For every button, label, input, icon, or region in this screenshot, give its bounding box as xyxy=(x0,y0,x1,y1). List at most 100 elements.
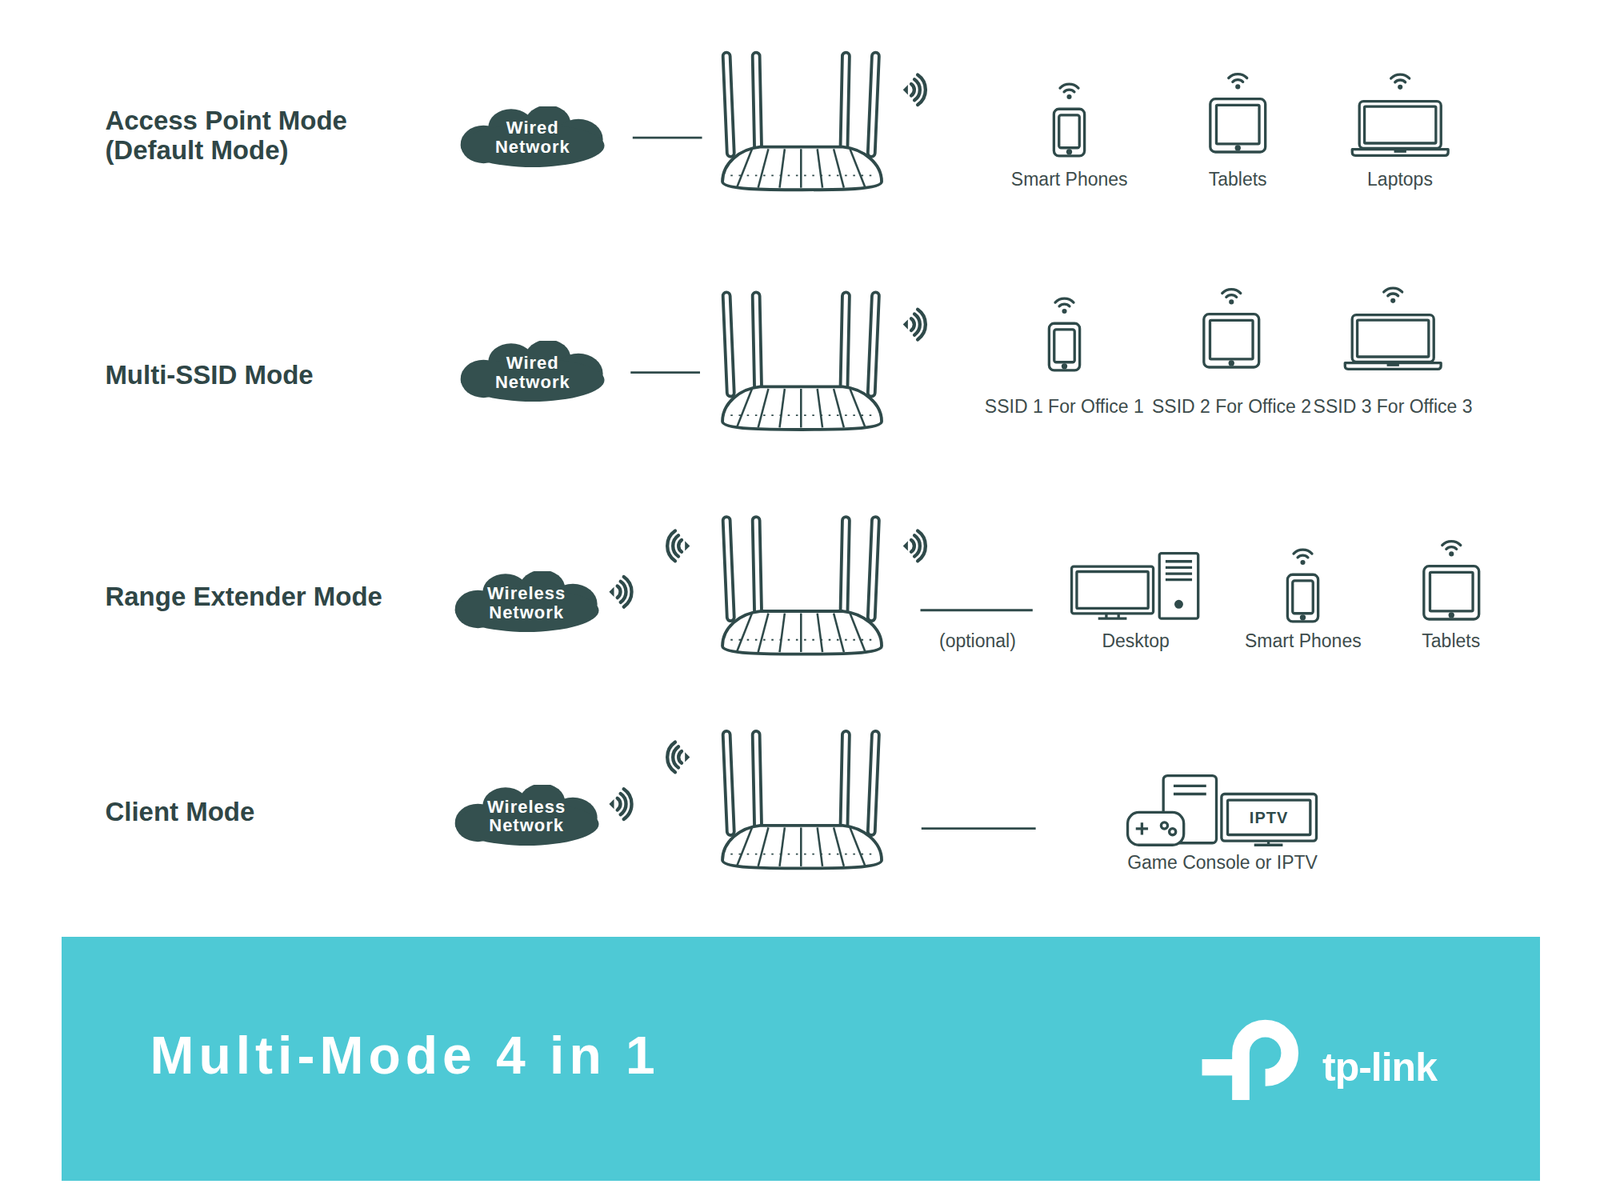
router-body xyxy=(722,825,882,869)
wired-network-cloud: Wired Network xyxy=(456,340,609,404)
ssid-tablet: SSID 2 For Office 2 xyxy=(1200,285,1263,370)
antenna xyxy=(871,56,876,153)
desktop-icon xyxy=(1069,551,1203,621)
router-fin xyxy=(833,388,844,428)
cloud-label: Wired Network xyxy=(495,118,571,157)
band-title: Multi-Mode 4 in 1 xyxy=(149,1024,660,1086)
router-fin xyxy=(758,827,769,866)
tv-screen-label: IPTV xyxy=(1249,808,1288,827)
antenna-inner xyxy=(844,734,847,832)
tablet-icon xyxy=(1207,70,1269,155)
signal-waves xyxy=(610,576,632,608)
tablet-device: Tablets xyxy=(1420,537,1483,622)
device-label: Smart Phones xyxy=(1244,630,1362,652)
link-line xyxy=(632,136,703,140)
router-fin xyxy=(817,827,823,866)
router-fin xyxy=(833,148,844,188)
router-fin xyxy=(817,613,823,652)
antenna-inner xyxy=(871,56,876,153)
laptop-icon xyxy=(1351,72,1449,157)
game-console-iptv: IPTVGame Console or IPTV xyxy=(1125,773,1320,848)
antenna xyxy=(756,296,759,393)
tablet-device: Tablets xyxy=(1207,70,1269,155)
antenna xyxy=(726,56,731,153)
router-leds xyxy=(730,853,874,856)
antenna xyxy=(726,520,731,618)
signal-waves xyxy=(904,74,926,105)
device-label: SSID 3 For Office 3 xyxy=(1313,395,1473,417)
router-fin xyxy=(758,148,769,188)
router-fin xyxy=(758,388,769,428)
antenna xyxy=(844,296,847,393)
device-label: Smart Phones xyxy=(1011,168,1128,191)
antenna-inner xyxy=(756,520,759,618)
device-label: Laptops xyxy=(1367,168,1433,191)
optional-note: (optional) xyxy=(939,630,1016,652)
antenna xyxy=(726,734,731,832)
mode-title: Multi-SSID Mode xyxy=(104,360,313,391)
antenna-inner xyxy=(756,296,759,393)
router-fin xyxy=(817,388,823,428)
router-fin xyxy=(736,613,752,652)
antenna xyxy=(756,520,759,618)
antenna xyxy=(844,520,847,618)
mode-title: Client Mode xyxy=(104,797,255,828)
router-fin xyxy=(779,388,784,428)
brand-wordmark: tp-link xyxy=(1322,1044,1437,1091)
device-label: SSID 2 For Office 2 xyxy=(1152,395,1312,417)
phone-icon xyxy=(1048,78,1090,158)
mode-title: Access Point Mode (Default Mode) xyxy=(104,106,425,166)
smartphone-device: Smart Phones xyxy=(1048,78,1090,158)
device-label: Tablets xyxy=(1421,630,1480,652)
console-icon xyxy=(1125,773,1320,848)
router-fin xyxy=(800,388,803,428)
wireless-network-cloud: Wireless Network xyxy=(450,784,604,848)
antenna-inner xyxy=(844,296,847,393)
cloud-label: Wireless Network xyxy=(487,584,566,623)
router-fin xyxy=(850,388,866,428)
device-label: SSID 1 For Office 1 xyxy=(984,395,1144,417)
router-icon xyxy=(722,296,882,430)
router-icon xyxy=(722,56,882,190)
antenna xyxy=(756,56,759,153)
router-fin xyxy=(779,827,784,866)
router-fin xyxy=(736,388,752,428)
router-icon xyxy=(722,520,882,655)
device-label: Game Console or IPTV xyxy=(1127,851,1318,873)
cloud-label: Wireless Network xyxy=(487,797,566,836)
laptop-device: Laptops xyxy=(1351,72,1449,157)
antenna xyxy=(844,56,847,153)
title-band: Multi-Mode 4 in 1 xyxy=(61,936,1540,1181)
ssid-laptop: SSID 3 For Office 3 xyxy=(1344,286,1442,371)
link-line xyxy=(921,827,1036,830)
antenna-inner xyxy=(726,734,731,832)
link-line xyxy=(920,608,1033,612)
router-body xyxy=(722,611,882,655)
signal-waves xyxy=(667,531,689,562)
smartphone-device: Smart Phones xyxy=(1282,544,1324,624)
router-body xyxy=(722,386,882,430)
signal-waves xyxy=(610,788,632,820)
antenna xyxy=(726,296,731,393)
signal-waves xyxy=(667,742,689,773)
router-icon xyxy=(722,734,882,868)
router-fin xyxy=(736,827,752,866)
antenna xyxy=(756,734,759,832)
router-fin xyxy=(758,613,769,652)
signal-waves xyxy=(904,309,926,340)
antenna-inner xyxy=(844,520,847,618)
mode-title: Range Extender Mode xyxy=(104,582,383,612)
laptop-icon xyxy=(1344,286,1442,371)
tablet-icon xyxy=(1200,285,1263,370)
tp-link-logo-icon xyxy=(1202,1028,1291,1100)
signal-waves xyxy=(904,531,926,562)
router-fin xyxy=(800,148,803,188)
antenna-inner xyxy=(844,56,847,153)
router-fin xyxy=(736,148,752,188)
router-leds xyxy=(730,414,874,416)
ssid-smartphone: SSID 1 For Office 1 xyxy=(1044,292,1085,372)
router-leds xyxy=(730,639,874,641)
desktop-device: Desktop xyxy=(1069,551,1203,621)
phone-icon xyxy=(1044,292,1085,372)
antenna-inner xyxy=(726,520,731,618)
